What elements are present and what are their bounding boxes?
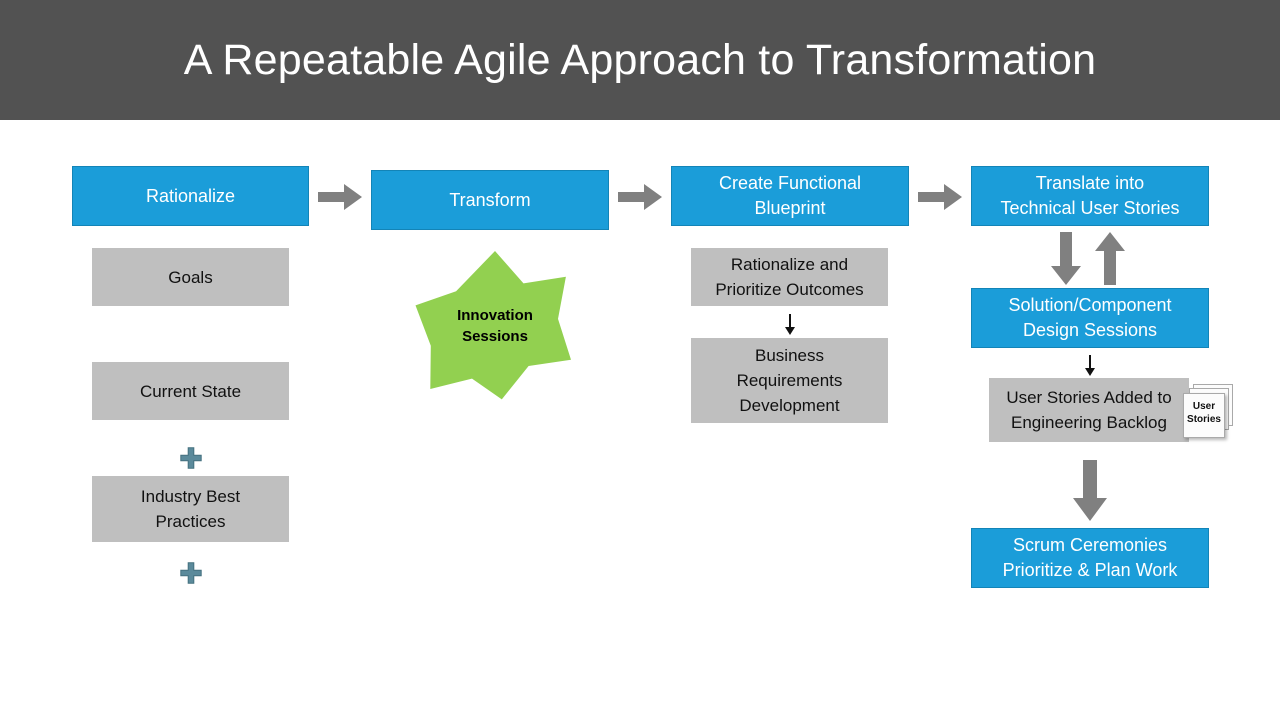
item-goals[interactable]: Goals — [92, 248, 289, 306]
stage-header-translate-into-technical-user-stories[interactable]: Translate into Technical User Stories — [971, 166, 1209, 226]
item-scrum-ceremonies-prioritize-plan-work-label: Scrum Ceremonies Prioritize & Plan Work — [1002, 535, 1178, 580]
innovation-sessions-star-label: Innovation Sessions — [457, 307, 533, 345]
user-stories-note-label: User Stories — [1187, 401, 1221, 425]
note-sheet-front — [1183, 393, 1225, 438]
block-arrow-right-icon — [618, 182, 662, 212]
item-business-requirements-development-label: Business Requirements Development — [736, 346, 843, 415]
block-arrow-up-icon — [1094, 232, 1126, 286]
diagram-canvas: Rationalize Goals Current State Industry… — [0, 120, 1280, 720]
stage-header-transform-label: Transform — [449, 189, 531, 210]
item-industry-best-practices[interactable]: Industry Best Practices — [92, 476, 289, 542]
block-arrow-down-icon — [1050, 232, 1082, 286]
block-arrow-right-icon — [318, 182, 362, 212]
item-business-requirements-development[interactable]: Business Requirements Development — [691, 338, 888, 423]
item-solution-component-design-sessions[interactable]: Solution/Component Design Sessions — [971, 288, 1209, 348]
page-title: A Repeatable Agile Approach to Transform… — [183, 36, 1097, 84]
item-industry-best-practices-label: Industry Best Practices — [140, 487, 241, 531]
item-user-stories-added-to-engineering-backlog[interactable]: User Stories Added to Engineering Backlo… — [989, 378, 1189, 442]
stage-header-create-functional-blueprint[interactable]: Create Functional Blueprint — [671, 166, 909, 226]
item-current-state[interactable]: Current State — [92, 362, 289, 420]
item-user-stories-added-to-engineering-backlog-label: User Stories Added to Engineering Backlo… — [1006, 388, 1172, 432]
item-rationalize-and-prioritize-outcomes[interactable]: Rationalize and Prioritize Outcomes — [691, 248, 888, 306]
stage-header-translate-into-technical-user-stories-label: Translate into Technical User Stories — [1000, 173, 1180, 218]
stage-header-rationalize-label: Rationalize — [145, 185, 236, 206]
item-solution-component-design-sessions-label: Solution/Component Design Sessions — [1008, 295, 1172, 340]
stage-header-transform[interactable]: Transform — [371, 170, 609, 230]
user-stories-note-stack-icon: User Stories — [1181, 384, 1237, 442]
plus-icon — [180, 447, 202, 469]
block-arrow-right-icon — [918, 182, 962, 212]
plus-icon — [180, 562, 202, 584]
block-arrow-down-icon — [1072, 460, 1108, 522]
stage-header-create-functional-blueprint-label: Create Functional Blueprint — [718, 173, 862, 218]
item-goals-label: Goals — [168, 267, 213, 287]
thin-arrow-down-icon — [783, 314, 797, 336]
item-rationalize-and-prioritize-outcomes-label: Rationalize and Prioritize Outcomes — [715, 255, 864, 299]
title-band: A Repeatable Agile Approach to Transform… — [0, 0, 1280, 120]
stage-header-rationalize[interactable]: Rationalize — [72, 166, 309, 226]
item-current-state-label: Current State — [139, 381, 242, 401]
innovation-sessions-star[interactable]: Innovation Sessions — [415, 247, 575, 407]
thin-arrow-down-icon — [1083, 355, 1097, 377]
item-scrum-ceremonies-prioritize-plan-work[interactable]: Scrum Ceremonies Prioritize & Plan Work — [971, 528, 1209, 588]
seven-point-star-icon — [415, 251, 571, 400]
